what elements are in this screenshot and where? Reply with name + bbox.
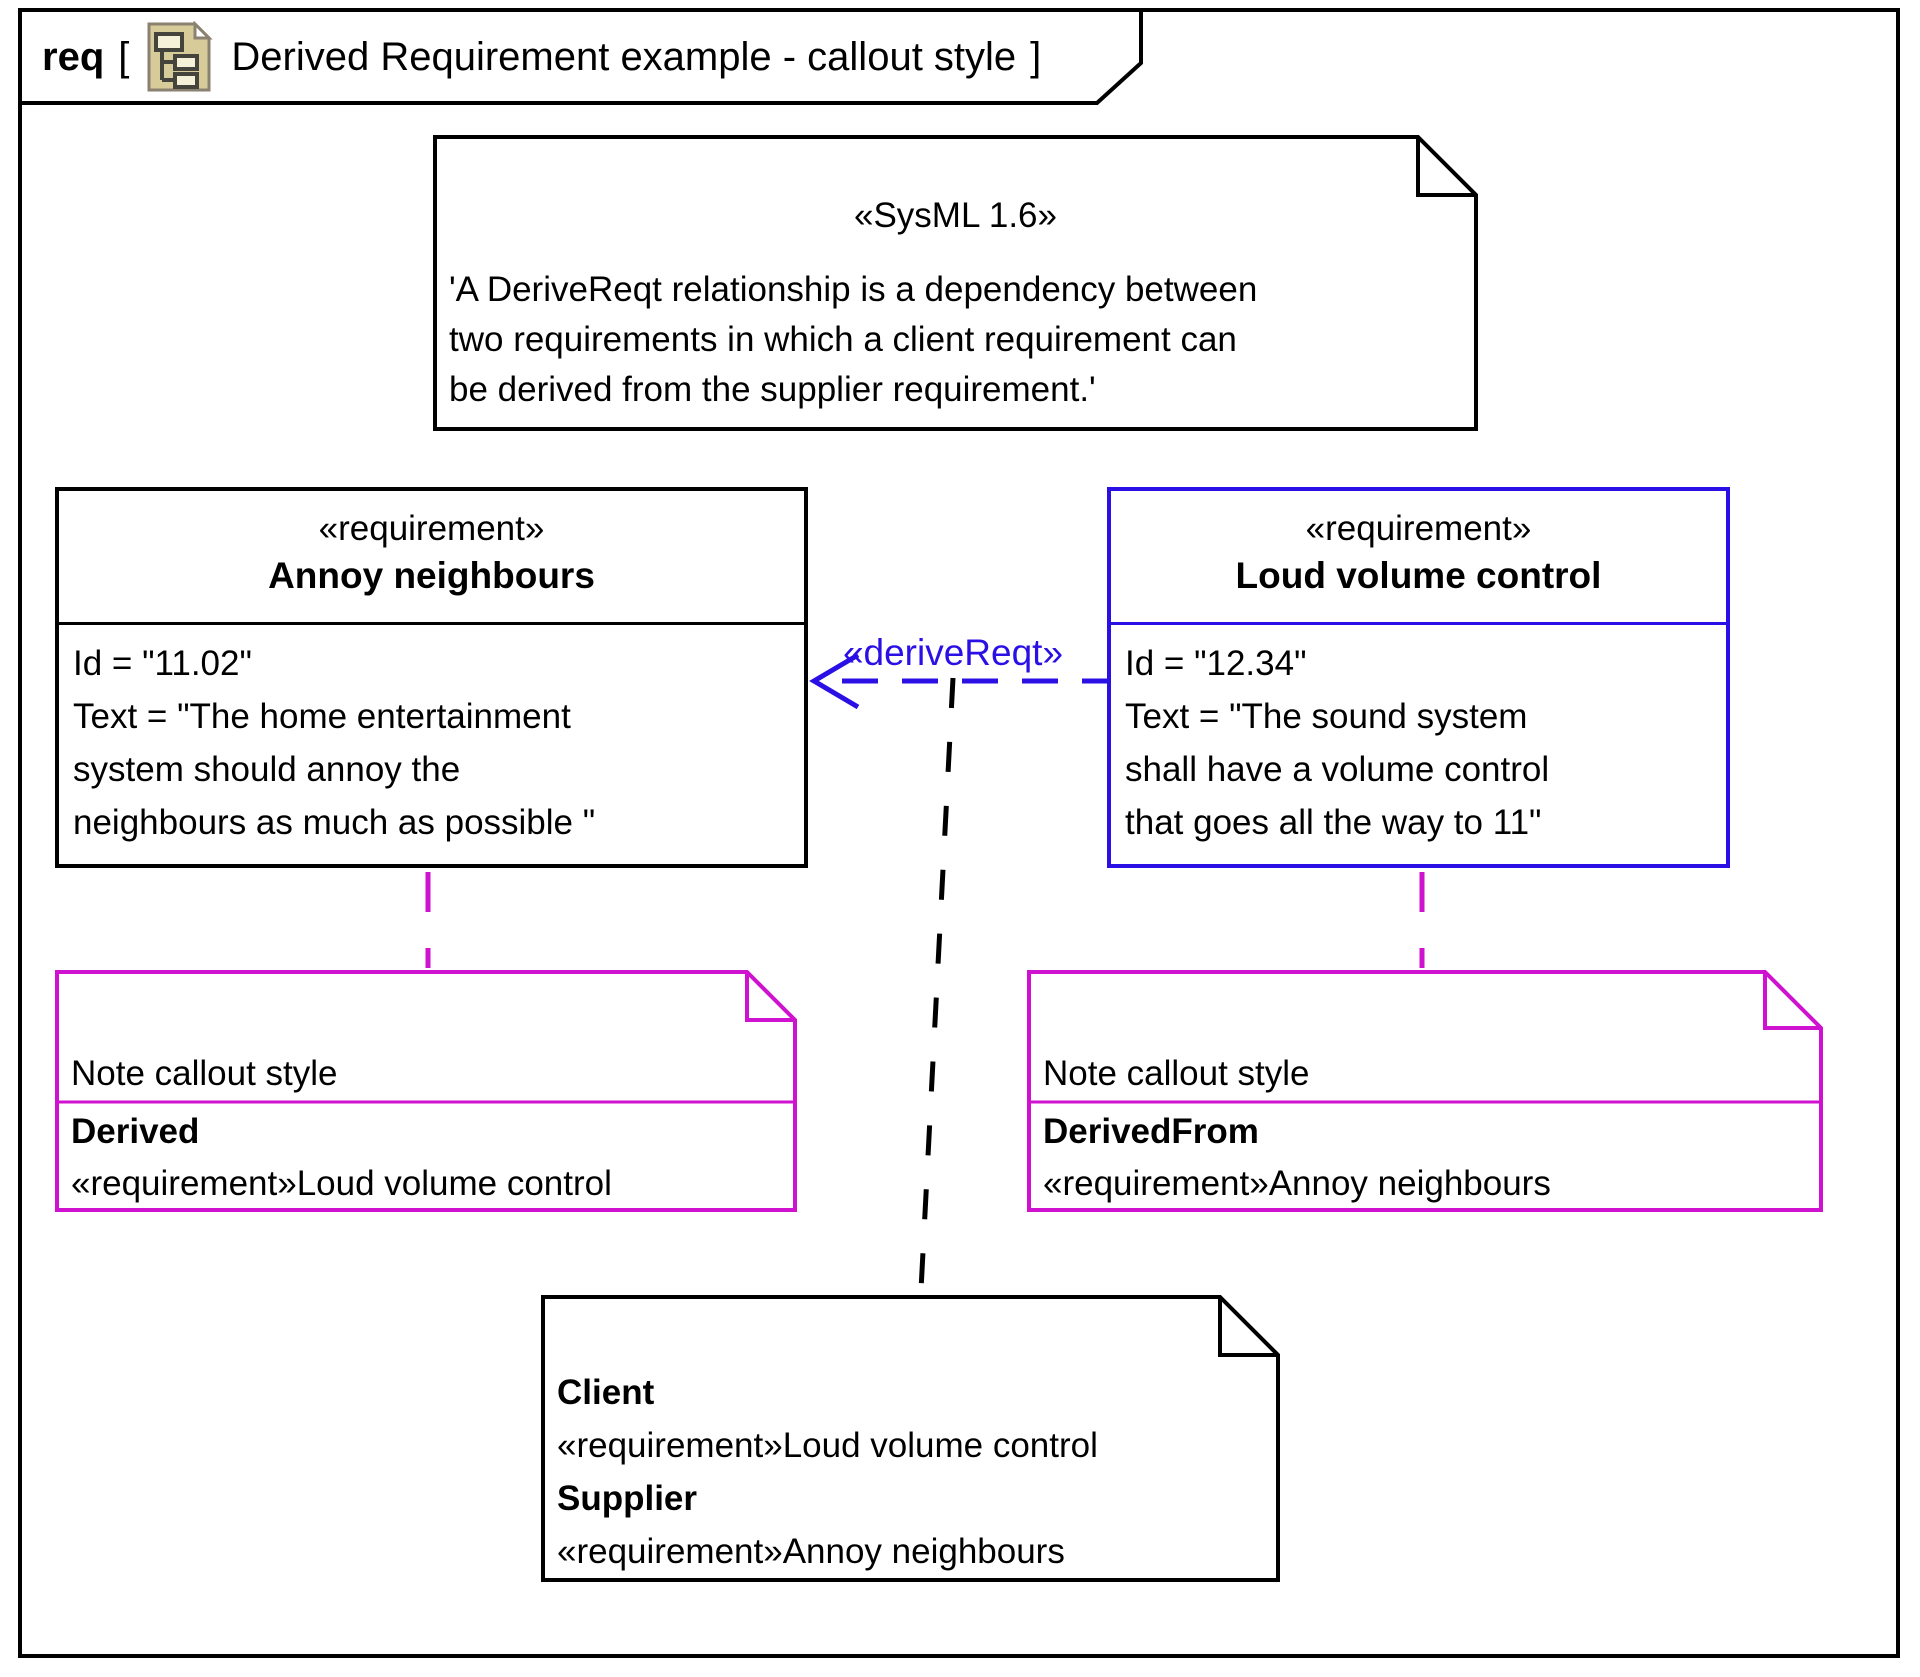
sysml-note-body: 'A DeriveReqt relationship is a dependen… [449, 270, 1258, 409]
requirement-loud-stereotype: «requirement» [1305, 509, 1532, 548]
requirement-diagram-icon [143, 21, 217, 93]
requirement-annoy-neighbours: «requirement» Annoy neighbours Id = "11.… [55, 487, 808, 868]
requirement-loud-body: Id = "12.34" Text = "The sound system sh… [1125, 644, 1550, 842]
client-supplier-note: Client «requirement»Loud volume control … [541, 1295, 1280, 1582]
callout-note-derived-value: «requirement»Loud volume control [71, 1164, 612, 1203]
callout-note-derived-shape [55, 970, 797, 1212]
callout-note-derived: Note callout style Derived «requirement»… [55, 970, 797, 1212]
frame-title-bar: req [ Derived Requirement example - call… [42, 21, 1042, 93]
callout-note-derivedfrom-value: «requirement»Annoy neighbours [1043, 1164, 1551, 1203]
client-value: «requirement»Loud volume control [557, 1426, 1098, 1465]
callout-note-derived-prop: Derived [71, 1112, 200, 1151]
callout-note-derived-title: Note callout style [71, 1054, 338, 1093]
requirement-annoy-name: Annoy neighbours [268, 555, 595, 596]
requirement-loud-volume-control: «requirement» Loud volume control Id = "… [1107, 487, 1730, 868]
callout-note-derivedfrom-title: Note callout style [1043, 1054, 1310, 1093]
client-label: Client [557, 1373, 655, 1412]
frame-keyword: req [42, 34, 105, 79]
frame-title: Derived Requirement example - callout st… [231, 34, 1017, 79]
client-supplier-note-shape [541, 1295, 1280, 1582]
sysml-note-stereotype: «SysML 1.6» [854, 196, 1057, 235]
requirement-loud-header: «requirement» Loud volume control [1111, 491, 1726, 625]
callout-note-derivedfrom-prop: DerivedFrom [1043, 1112, 1259, 1151]
sysml-quote-note: «SysML 1.6» 'A DeriveReqt relationship i… [433, 135, 1478, 431]
supplier-label: Supplier [557, 1479, 698, 1518]
requirement-annoy-header: «requirement» Annoy neighbours [59, 491, 804, 625]
frame-bracket-open: [ [118, 34, 130, 79]
supplier-value: «requirement»Annoy neighbours [557, 1532, 1065, 1571]
requirement-annoy-body: Id = "11.02" Text = "The home entertainm… [73, 644, 596, 842]
derive-reqt-label: «deriveReqt» [842, 632, 1064, 673]
requirement-annoy-stereotype: «requirement» [318, 509, 545, 548]
callout-note-derivedfrom: Note callout style DerivedFrom «requirem… [1027, 970, 1823, 1212]
sysml-note-shape [433, 135, 1478, 431]
frame-tab-shape [18, 8, 1143, 105]
requirement-loud-name: Loud volume control [1235, 555, 1602, 596]
frame-bracket-close: ] [1030, 34, 1042, 79]
callout-note-derivedfrom-shape [1027, 970, 1823, 1212]
